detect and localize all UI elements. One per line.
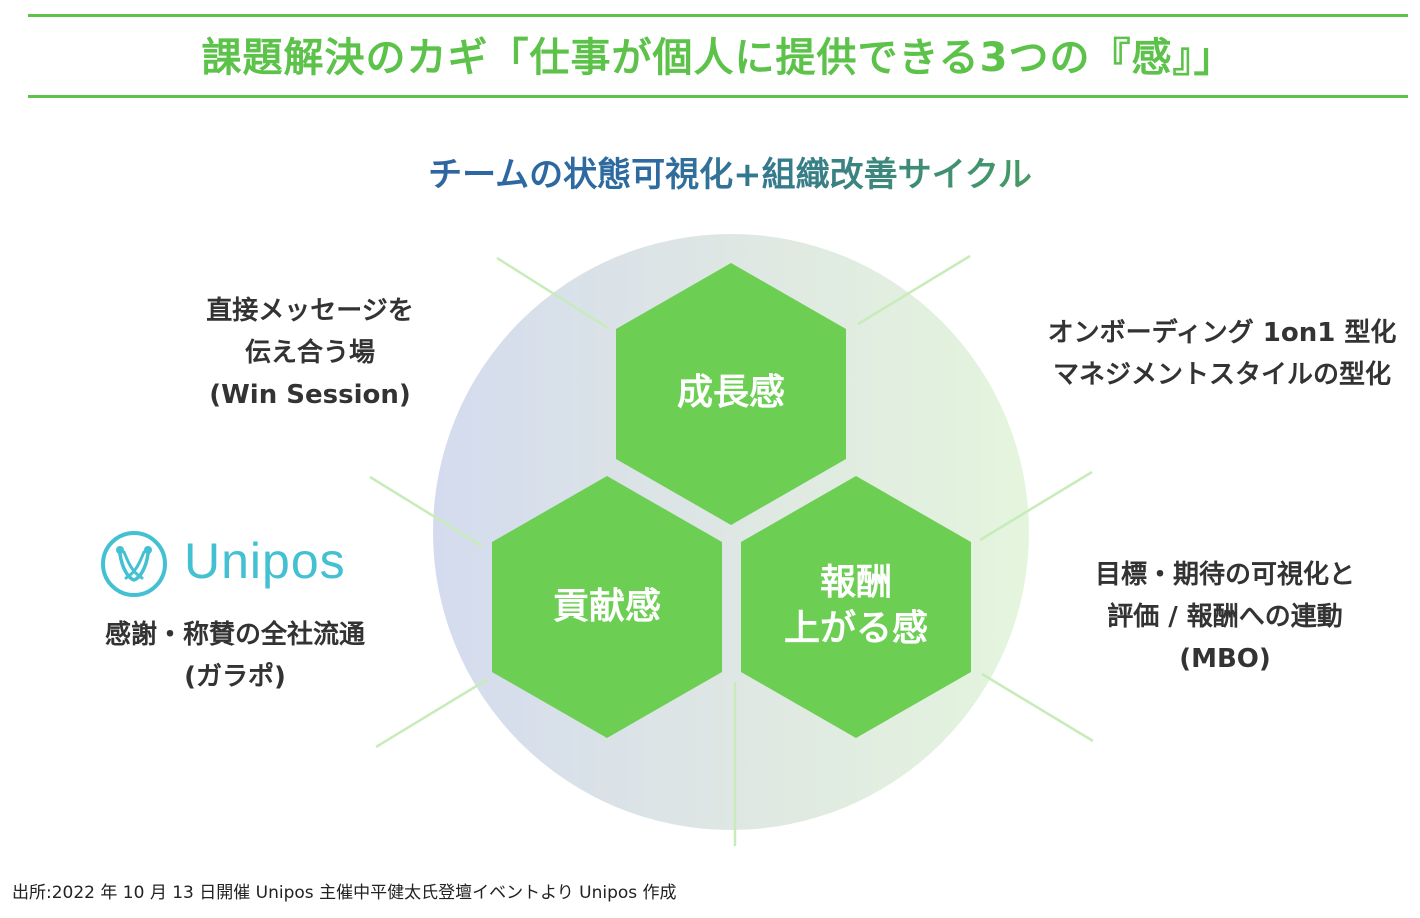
hex-label-growth: 成長感 — [631, 370, 831, 416]
annotation-win-session: 直接メッセージを 伝え合う場 (Win Session) — [180, 290, 440, 416]
hex-label-contribution: 貢献感 — [507, 584, 707, 630]
annotation-mbo-line-1: 目標・期待の可視化と — [1094, 560, 1355, 590]
unipos-logo-icon — [101, 531, 167, 597]
hex-label-reward: 報酬 上がる感 — [746, 560, 966, 652]
connector-mid-right — [979, 470, 1093, 542]
hex-label-reward-line-1: 報酬 — [819, 562, 892, 603]
hexagon-contribution — [492, 476, 722, 738]
annotation-garapo: 感謝・称賛の全社流通 (ガラポ) — [70, 614, 400, 698]
annotation-onboarding-line-1: オンボーディング 1on1 型化 — [1047, 318, 1397, 348]
connector-mid-left — [369, 475, 483, 548]
connector-lines — [369, 254, 1094, 846]
unipos-logo: Unipos — [98, 528, 368, 598]
annotation-mbo-line-3: (MBO) — [1179, 644, 1271, 674]
hex-label-contribution-line-1: 貢献感 — [552, 586, 661, 627]
source-footnote: 出所:2022 年 10 月 13 日開催 Unipos 主催中平健太氏登壇イベ… — [12, 883, 677, 903]
hexagon-reward — [741, 476, 971, 738]
connector-low-right — [981, 672, 1094, 743]
annotation-win-session-line-2: 伝え合う場 — [244, 338, 375, 368]
annotation-win-session-line-3: (Win Session) — [209, 380, 411, 410]
unipos-logo-wordmark: Unipos — [184, 533, 346, 589]
hexagon-growth — [616, 263, 846, 525]
bottom-rule — [28, 95, 1408, 98]
connector-low-left — [375, 677, 489, 749]
annotation-onboarding-line-2: マネジメントスタイルの型化 — [1052, 360, 1391, 390]
annotation-mbo-line-2: 評価 / 報酬への連動 — [1107, 602, 1343, 632]
annotation-garapo-line-2: (ガラポ) — [184, 662, 286, 692]
page-title: 課題解決のカギ「仕事が個人に提供できる3つの『感』」 — [201, 35, 1235, 81]
hex-label-reward-line-2: 上がる感 — [783, 608, 928, 649]
annotation-win-session-line-1: 直接メッセージを — [206, 296, 414, 326]
hex-label-growth-line-1: 成長感 — [676, 372, 785, 413]
connector-top-right — [857, 254, 971, 326]
annotation-garapo-line-1: 感謝・称賛の全社流通 — [104, 620, 365, 650]
top-rule — [28, 14, 1408, 17]
annotation-mbo: 目標・期待の可視化と 評価 / 報酬への連動 (MBO) — [1060, 554, 1390, 680]
connector-top-left — [496, 256, 609, 330]
annotation-onboarding: オンボーディング 1on1 型化 マネジメントスタイルの型化 — [1022, 312, 1420, 396]
diagram-subtitle: チームの状態可視化+組織改善サイクル — [0, 150, 1420, 200]
